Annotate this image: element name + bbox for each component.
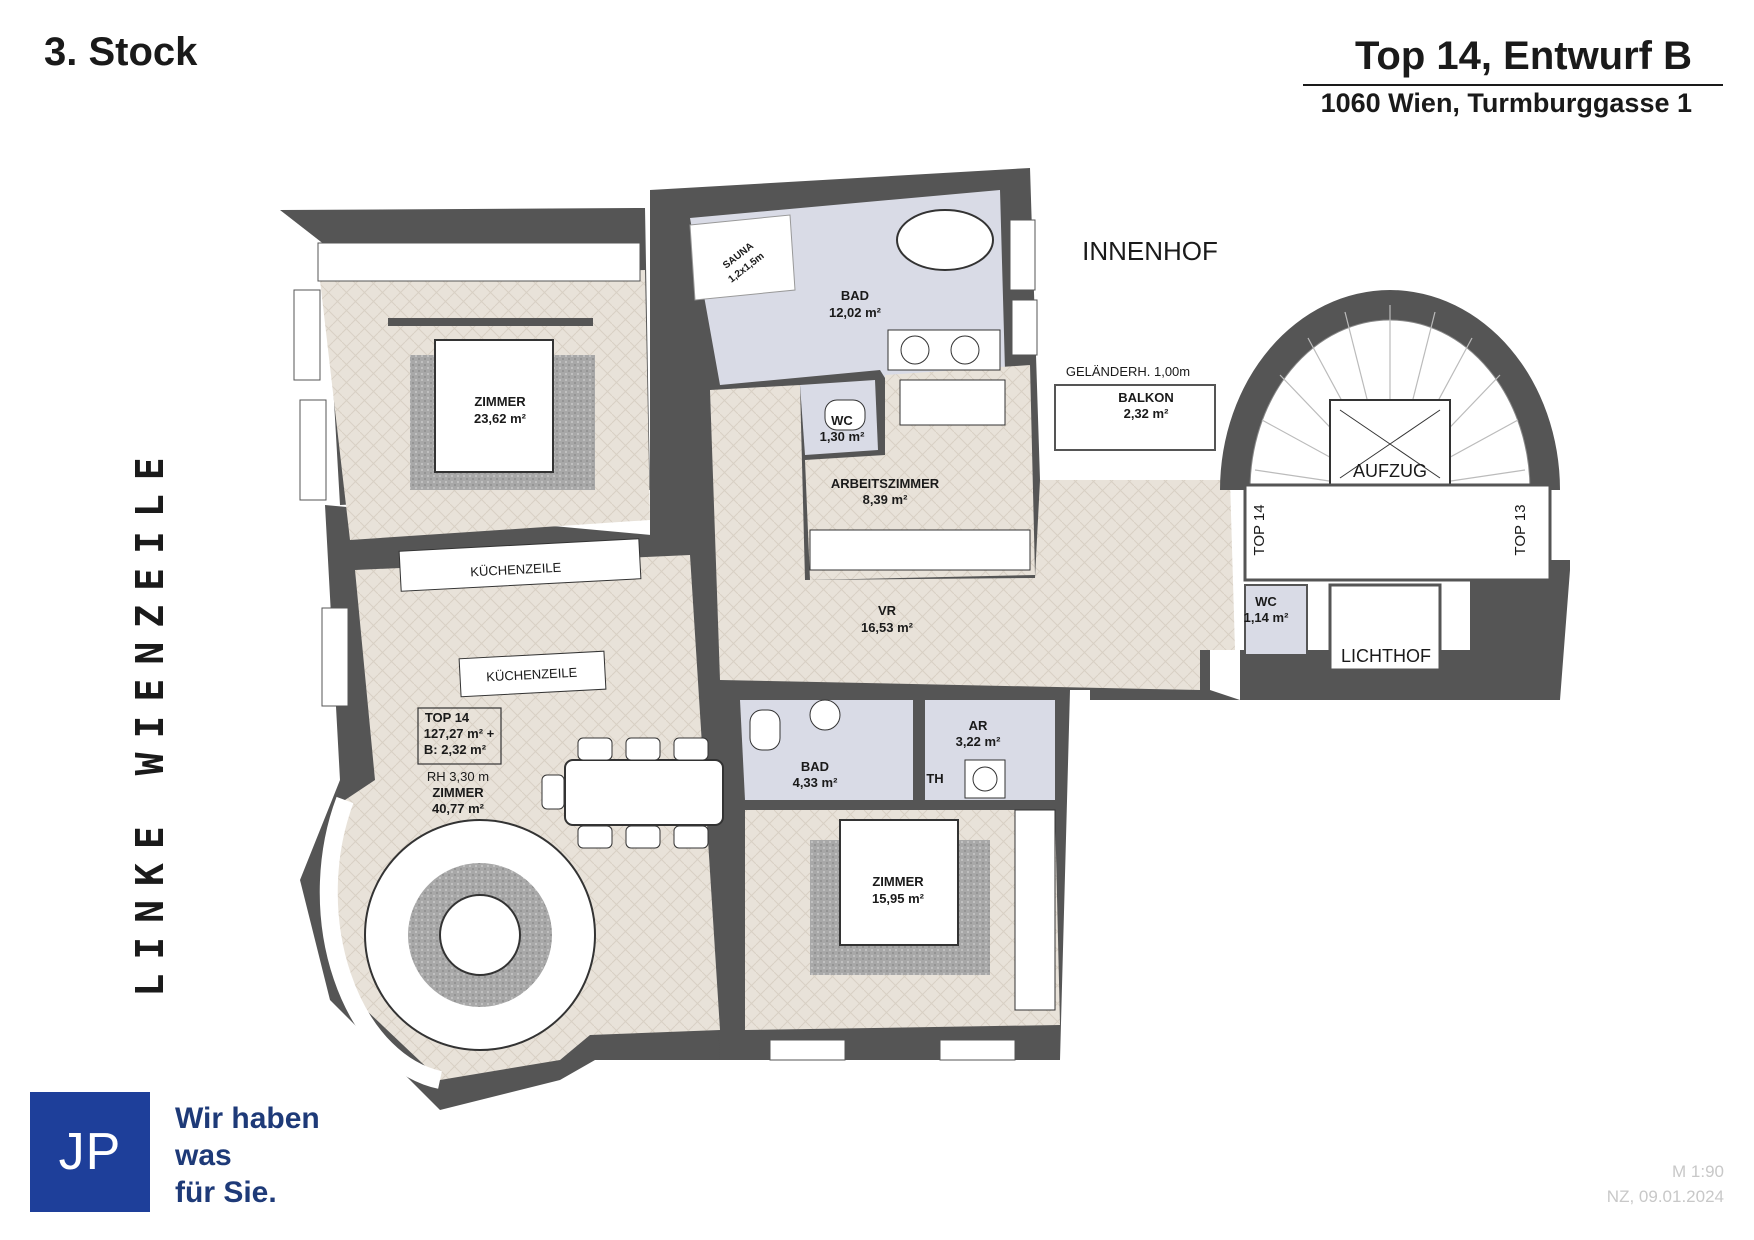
- room-vr: [710, 385, 1235, 690]
- label-balkon-area: 2,32 m²: [1124, 406, 1169, 421]
- room-bad-small: [740, 700, 915, 800]
- toilet: [824, 399, 866, 431]
- label-bad-main-area: 12,02 m²: [829, 305, 882, 320]
- label-top14-door: TOP 14: [1251, 504, 1268, 555]
- window: [293, 289, 321, 381]
- label-zimmer-1: ZIMMER: [474, 394, 526, 409]
- top-summary-box: [417, 707, 502, 765]
- bed: [434, 339, 554, 473]
- label-top-summary-3: B: 2,32 m²: [424, 742, 487, 757]
- label-innenhof: INNENHOF: [1082, 236, 1218, 266]
- label-bad-main: BAD: [841, 288, 869, 303]
- label-zimmer-1-area: 23,62 m²: [474, 411, 527, 426]
- label-ar-area: 3,22 m²: [956, 734, 1001, 749]
- window-arc: [319, 796, 443, 1089]
- toilet: [749, 709, 781, 751]
- project-title: Top 14, Entwurf B: [1354, 34, 1692, 78]
- label-bad-small: BAD: [801, 759, 829, 774]
- label-th: TH: [926, 771, 943, 786]
- label-top13: TOP 13: [1512, 504, 1529, 555]
- label-aufzug: AUFZUG: [1353, 461, 1427, 481]
- washer: [964, 759, 1006, 799]
- label-top-summary-1: TOP 14: [425, 710, 470, 725]
- window: [299, 399, 327, 501]
- cabinet: [809, 529, 1031, 571]
- label-arbeitszimmer: ARBEITSZIMMER: [831, 476, 940, 491]
- slogan-line: Wir haben: [175, 1102, 320, 1135]
- label-kuechenzeile-2: KÜCHENZEILE: [486, 665, 578, 685]
- window: [939, 1039, 1016, 1061]
- headboard: [388, 318, 593, 326]
- wardrobe: [1014, 809, 1056, 1011]
- label-vr-area: 16,53 m²: [861, 620, 914, 635]
- label-wc-1-area: 1,30 m²: [820, 429, 865, 444]
- label-vr: VR: [878, 603, 897, 618]
- kitchen-counter-2: [458, 650, 607, 698]
- project-address: 1060 Wien, Turmburggasse 1: [1320, 88, 1692, 118]
- label-balkon: BALKON: [1118, 390, 1174, 405]
- kitchen-counter-1: [398, 538, 642, 592]
- window: [769, 1039, 846, 1061]
- window: [1009, 219, 1036, 291]
- room-wc-2: [1244, 584, 1308, 656]
- window: [317, 242, 641, 282]
- label-wc-2-area: 1,14 m²: [1244, 610, 1289, 625]
- dining-table: [564, 759, 724, 826]
- label-ar: AR: [969, 718, 988, 733]
- label-zimmer-2-area: 15,95 m²: [872, 891, 925, 906]
- label-zimmer-main-area: 40,77 m²: [432, 801, 485, 816]
- label-arbeitszimmer-area: 8,39 m²: [863, 492, 908, 507]
- lichthof-box: [1328, 583, 1442, 672]
- bathtub: [896, 209, 994, 271]
- brand-slogan: Wir haben was für Sie.: [175, 1100, 320, 1211]
- label-zimmer-2: ZIMMER: [872, 874, 924, 889]
- label-lichthof: LICHTHOF: [1341, 646, 1431, 666]
- label-rh: RH 3,30 m: [427, 769, 489, 784]
- brand-logo: JP: [30, 1092, 150, 1212]
- header-divider: [1303, 84, 1723, 86]
- floor-label: 3. Stock: [44, 30, 198, 74]
- label-wc-2: WC: [1255, 594, 1277, 609]
- label-top-summary-2: 127,27 m² +: [424, 726, 495, 741]
- sink: [809, 699, 841, 731]
- window: [1011, 299, 1038, 356]
- bed: [839, 819, 959, 946]
- slogan-line: für Sie.: [175, 1176, 277, 1209]
- window: [321, 607, 349, 707]
- stair-tower: [1220, 290, 1560, 582]
- balcony: [1054, 384, 1216, 451]
- sauna: [689, 214, 796, 301]
- room-ar: [925, 700, 1055, 800]
- label-zimmer-main: ZIMMER: [432, 785, 484, 800]
- date-note: NZ, 09.01.2024: [1606, 1187, 1724, 1206]
- round-sofa: [364, 819, 596, 1051]
- desk: [899, 379, 1006, 426]
- scale-note: M 1:90: [1672, 1162, 1724, 1181]
- label-kuechenzeile-1: KÜCHENZEILE: [470, 560, 562, 580]
- slogan-line: was: [175, 1139, 232, 1172]
- label-gelaender: GELÄNDERH. 1,00m: [1066, 364, 1190, 379]
- label-wc-1: WC: [831, 413, 853, 428]
- label-bad-small-area: 4,33 m²: [793, 775, 838, 790]
